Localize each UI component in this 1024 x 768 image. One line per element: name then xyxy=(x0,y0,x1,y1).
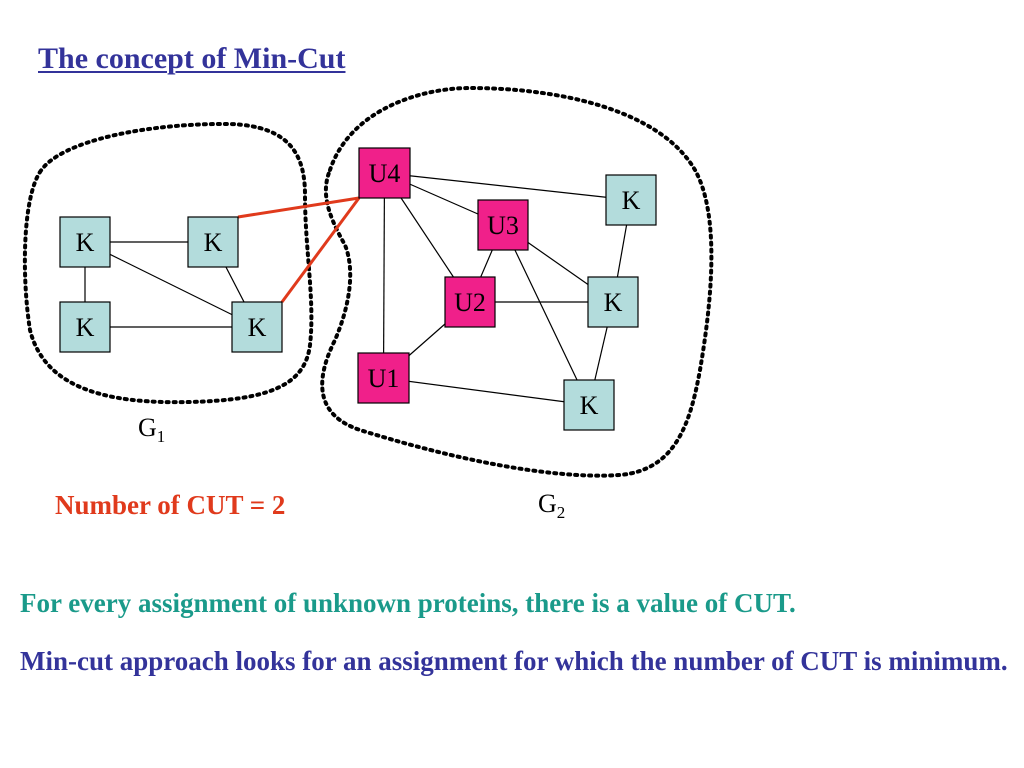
edge-u3-k7 xyxy=(502,224,590,406)
node-box-k1 xyxy=(59,216,111,268)
node-box-k7 xyxy=(563,379,615,431)
node-box-k2 xyxy=(187,216,239,268)
node-box-k4 xyxy=(231,301,283,353)
node-u4: U4 xyxy=(358,147,411,199)
node-label-k3: K xyxy=(76,313,95,342)
node-k7: K xyxy=(563,379,615,431)
node-box-u4 xyxy=(358,147,411,199)
node-box-u1 xyxy=(357,352,410,404)
node-box-k6 xyxy=(587,276,639,328)
node-label-k2: K xyxy=(204,228,223,257)
cut-count-text: Number of CUT = 2 xyxy=(55,490,286,520)
node-label-u1: U1 xyxy=(368,364,400,393)
node-box-u3 xyxy=(477,199,529,251)
node-k5: K xyxy=(605,174,657,226)
paragraph-assignment: For every assignment of unknown proteins… xyxy=(20,588,796,618)
node-k1: K xyxy=(59,216,111,268)
node-label-u4: U4 xyxy=(369,159,401,188)
node-box-u2 xyxy=(444,276,496,328)
node-box-k5 xyxy=(605,174,657,226)
node-label-k4: K xyxy=(248,313,267,342)
group-label-g2: G2 xyxy=(538,489,565,522)
edge-k1-k4 xyxy=(84,241,258,328)
paragraph-min-cut: Min-cut approach looks for an assignment… xyxy=(20,646,1008,676)
node-label-u2: U2 xyxy=(454,288,486,317)
node-k2: K xyxy=(187,216,239,268)
cut-edge-k2-u4 xyxy=(237,196,360,219)
node-label-k1: K xyxy=(76,228,95,257)
group-g1-outline xyxy=(22,121,314,405)
edge-u1-k7 xyxy=(383,377,590,406)
node-u2: U2 xyxy=(444,276,496,328)
cut-edge-k4-u4 xyxy=(280,197,361,303)
node-k6: K xyxy=(587,276,639,328)
node-u3: U3 xyxy=(477,199,529,251)
node-u1: U1 xyxy=(357,352,410,404)
node-label-k5: K xyxy=(622,186,641,215)
page-title: The concept of Min-Cut xyxy=(38,42,346,75)
node-k3: K xyxy=(59,301,111,353)
node-label-k7: K xyxy=(580,391,599,420)
node-box-k3 xyxy=(59,301,111,353)
node-k4: K xyxy=(231,301,283,353)
group-label-g1: G1 xyxy=(138,413,165,446)
node-label-u3: U3 xyxy=(487,211,519,240)
edge-u4-k5 xyxy=(384,172,632,201)
edge-u4-u1 xyxy=(382,172,386,379)
node-label-k6: K xyxy=(604,288,623,317)
group-g2-outline xyxy=(320,85,714,478)
